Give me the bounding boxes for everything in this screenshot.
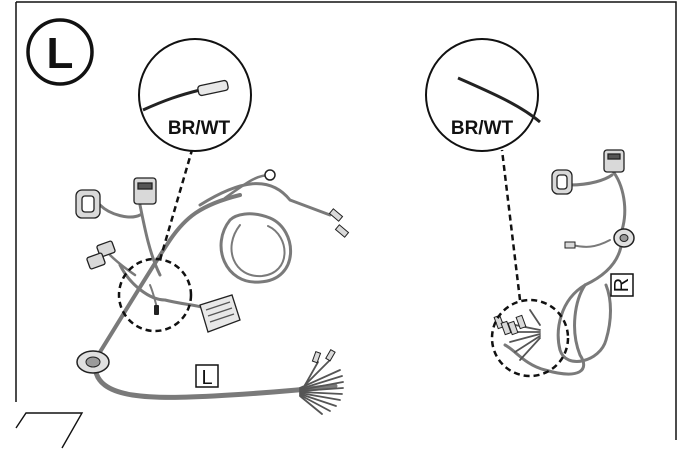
right-connector-square [603,149,625,173]
left-branch-wire [118,263,212,312]
left-harness: BR/WT L [75,38,350,415]
right-main-wire [556,238,624,363]
left-bullet-terminals [328,208,350,238]
right-detail-circle [490,298,570,378]
harness-side-badge: L [26,18,94,86]
left-grommet [76,350,110,374]
left-wire-label: BR/WT [168,118,231,139]
left-connector-wire-b [98,203,142,219]
left-harness-tag: L [195,364,219,389]
left-coil-inner [230,224,286,278]
right-callout-leader [500,149,522,301]
right-bullet-terminal [564,241,576,249]
right-upper-wire [610,168,627,232]
right-grommet [613,228,635,248]
left-connector-small [86,240,116,270]
right-harness-tag: R [610,273,634,297]
left-callout-leader [158,149,194,261]
badge-letter: L [47,29,74,78]
left-coil-outer [219,212,293,284]
left-callout: BR/WT [138,38,252,152]
right-callout: BR/WT [425,38,541,152]
left-ring-terminal [264,169,276,181]
right-grommet-wire [571,239,611,248]
left-trunk-wire [93,193,242,362]
right-coil-wire [503,283,587,376]
left-connector-wire-a [138,203,162,277]
panel-frame [15,1,677,440]
right-connector-wire [568,173,614,187]
right-harness: BR/WT R [425,38,635,378]
left-connector-round [75,189,101,219]
right-wire-label: BR/WT [451,118,514,139]
left-upper-wire [198,182,332,217]
left-tag-letter: L [201,367,212,389]
page-corner-mark [15,412,84,449]
left-detail-circle [117,257,193,333]
left-ring-wire [223,173,272,200]
left-fanout-terminals [299,359,344,415]
left-connector-block [199,294,241,333]
left-brwt-terminal [154,305,159,315]
left-small-branch [108,253,137,277]
right-tag-letter: R [611,278,633,292]
right-connector-round [551,169,573,195]
left-connector-square [133,177,157,205]
